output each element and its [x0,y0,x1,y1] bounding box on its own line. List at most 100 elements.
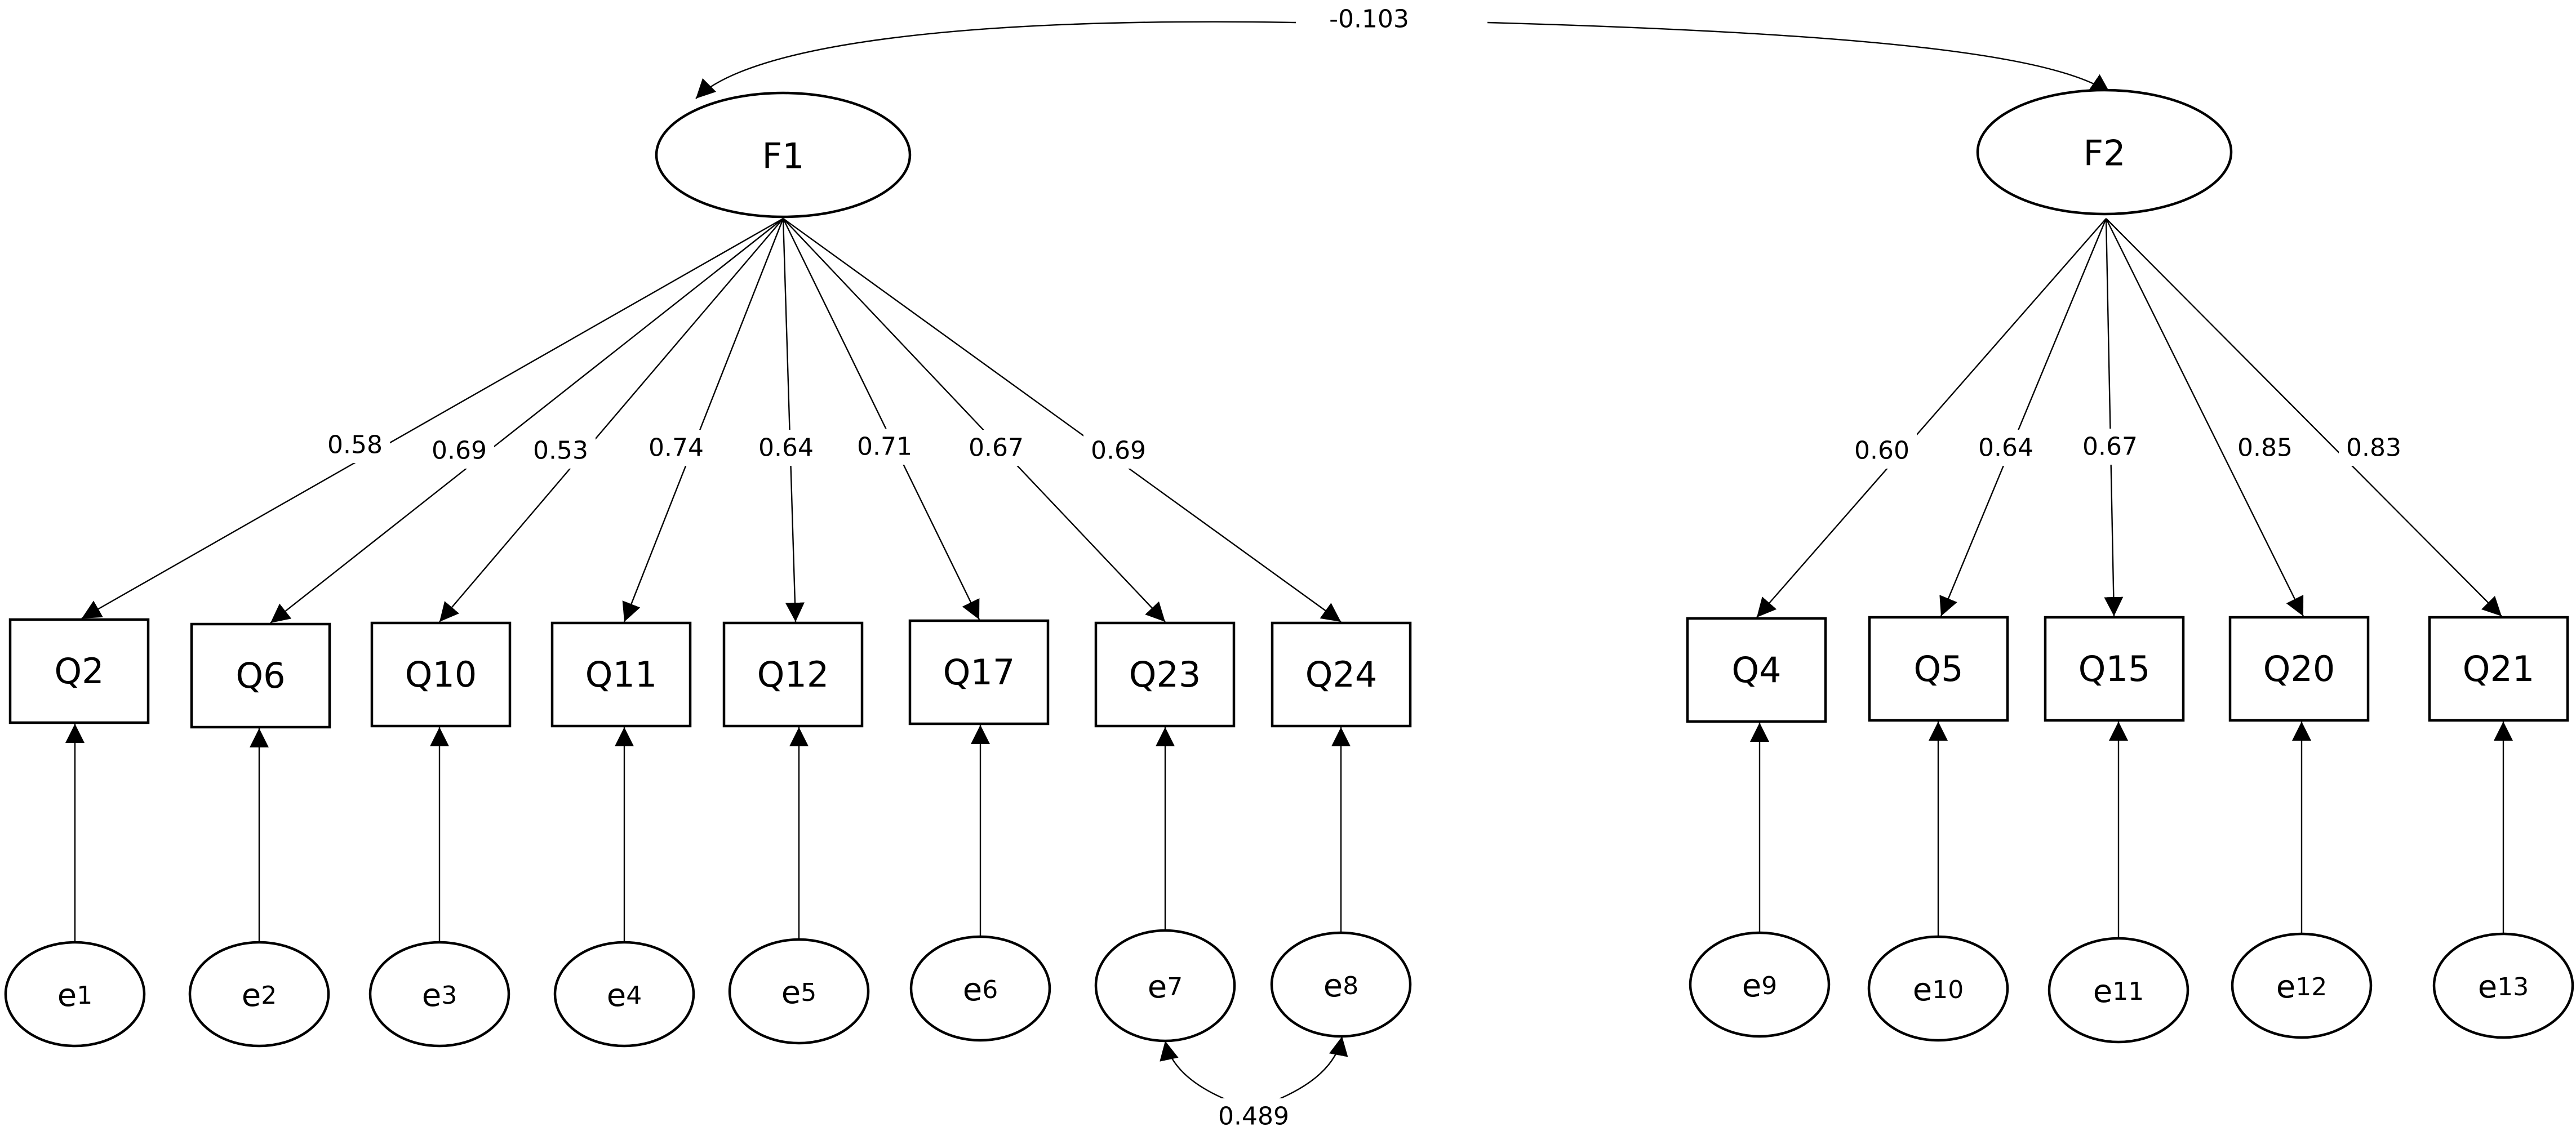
error-index: 3 [441,981,457,1010]
loading-value: 0.67 [969,434,1024,462]
loading-value: 0.74 [649,434,704,462]
item-box [2044,616,2185,722]
item-q21: Q21 [2428,616,2569,722]
error-base: e [1913,972,1932,1008]
label-background [2230,430,2300,466]
item-label: Q12 [757,654,829,695]
error-label: e5 [781,974,816,1011]
factor-ellipse [1976,88,2233,216]
error-index: 5 [801,978,816,1007]
label-background [1083,433,1153,469]
loading-value: 0.53 [533,437,588,465]
item-q6: Q6 [190,622,331,729]
item-box [908,619,1050,725]
error-label: e11 [2093,973,2144,1010]
loading-label-q21: 0.83 [2339,430,2409,466]
item-label: Q17 [943,652,1015,693]
error-covariance-value: 0.489 [1218,1102,1289,1131]
label-background [526,433,596,469]
item-q11: Q11 [550,621,692,728]
factor-f1: F1 [655,91,912,219]
label-background [320,427,390,463]
error-e11: e11 [2048,937,2189,1044]
error-ellipse [909,935,1051,1042]
error-ellipse [728,938,870,1045]
item-label: Q24 [1305,654,1378,695]
error-ellipse [1094,929,1236,1043]
error-index: 9 [1761,972,1777,1000]
error-ellipse [2432,932,2574,1039]
loading-path-q21 [2106,218,2502,617]
error-covariance-label: 0.489 [1211,1098,1296,1131]
error-base: e [1742,968,1761,1004]
error-label: e4 [607,977,642,1014]
item-q15: Q15 [2044,616,2185,722]
error-ellipse [188,941,330,1048]
loading-value: 0.64 [1978,434,2033,462]
error-label: e8 [1323,968,1358,1004]
item-label: Q4 [1731,649,1781,691]
label-background [961,430,1031,466]
loading-value: 0.64 [758,434,814,462]
item-label: Q10 [405,654,477,695]
factor-covariance-value: -0.103 [1329,5,1409,34]
label-background [1971,430,2041,466]
error-ellipse [1689,931,1831,1038]
error-ellipse [553,941,695,1048]
label-background [751,430,821,466]
loading-value: 0.83 [2346,434,2401,462]
item-box [2428,616,2569,722]
loading-path-q23 [783,218,1166,622]
factor-label: F1 [762,136,804,177]
loading-label-q20: 0.85 [2230,430,2300,466]
loading-label-q17: 0.71 [850,429,920,465]
error-base: e [242,977,261,1014]
item-box [370,621,512,728]
item-q20: Q20 [2228,616,2370,722]
error-e3: e3 [368,941,510,1048]
error-e5: e5 [728,938,870,1045]
item-label: Q23 [1129,654,1201,695]
error-e6: e6 [909,935,1051,1042]
factor-f2: F2 [1976,88,2233,216]
label-background [1847,433,1917,469]
item-label: Q2 [54,651,104,692]
error-ellipse [368,941,510,1048]
factor-covariance-right-arc [1487,21,2111,93]
loading-value: 0.58 [327,431,383,460]
error-base: e [1148,969,1167,1005]
error-index: 13 [2497,973,2529,1001]
error-base: e [422,977,441,1014]
error-label: e3 [422,977,457,1014]
error-label: e10 [1913,972,1964,1008]
error-e2: e2 [188,941,330,1048]
error-index: 4 [626,981,642,1010]
factor-covariance-label: -0.103 [1329,5,1409,34]
loading-path-q10 [439,218,784,622]
error-index: 6 [982,976,998,1004]
loading-label-q10: 0.53 [526,433,596,469]
loading-path-q2 [81,217,784,620]
loading-path-q24 [783,218,1342,622]
item-label: Q15 [2078,648,2151,689]
factor-covariance-left-arc [695,21,1296,99]
loading-label-q5: 0.64 [1971,430,2041,466]
loading-path-q17 [782,218,980,620]
loading-label-q23: 0.67 [961,430,1031,466]
loading-path-q12 [782,218,805,622]
loading-value: 0.85 [2237,434,2293,462]
error-e12: e12 [2231,932,2373,1039]
error-ellipse [1270,931,1412,1038]
item-box [1868,616,2009,722]
loading-path-q20 [2105,218,2304,617]
item-box [8,618,150,724]
loading-value: 0.69 [1091,437,1146,465]
factor-label: F2 [2083,133,2125,174]
loading-value: 0.69 [432,437,487,465]
item-q4: Q4 [1686,617,1827,723]
label-background [1211,1098,1296,1131]
error-base: e [1323,968,1343,1004]
error-e8: e8 [1270,931,1412,1038]
error-label: e2 [242,977,277,1014]
